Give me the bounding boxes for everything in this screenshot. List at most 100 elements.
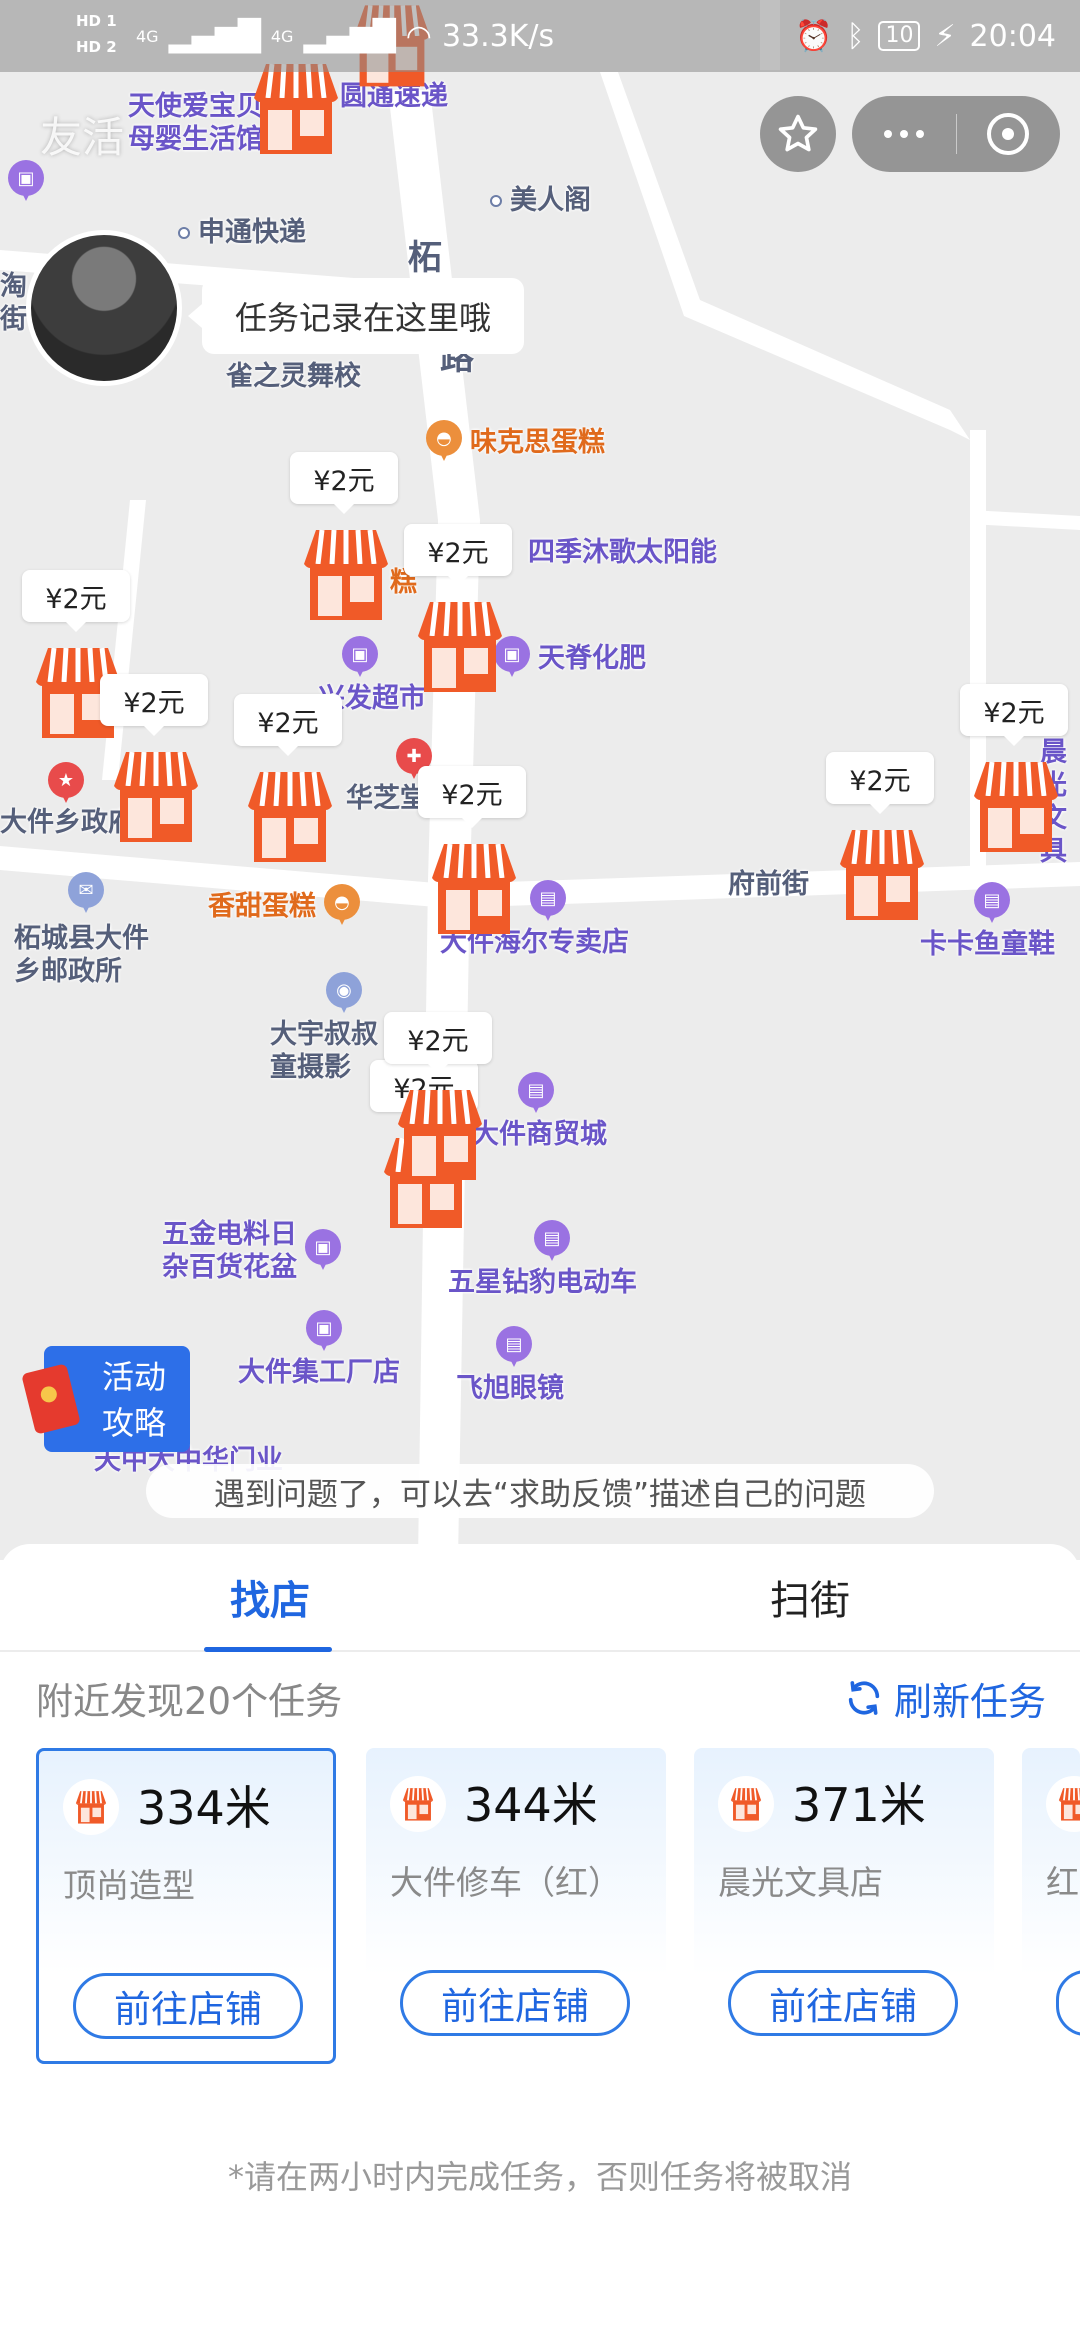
go-to-store-button[interactable]: 前往店铺 (73, 1973, 303, 2039)
store-marker[interactable]: ¥2元 (960, 684, 1068, 856)
poi-shentong[interactable]: 申通快递 (178, 216, 306, 249)
poi-tianshi-baby[interactable]: 天使爱宝贝 母婴生活馆 (128, 90, 263, 156)
poi-weikesi-cake[interactable]: ◓ 味克思蛋糕 (426, 420, 605, 464)
help-hint-banner[interactable]: 遇到问题了，可以去“求助反馈”描述自己的问题 (146, 1464, 934, 1518)
refresh-tasks-button[interactable]: 刷新任务 (844, 1671, 1046, 1726)
go-to-store-button[interactable]: 前往店铺 (728, 1970, 958, 2036)
store-marker[interactable]: ¥2元 (404, 524, 512, 696)
poi-label: 申通快递 (198, 217, 306, 248)
poi-factory[interactable]: 大件集工厂店 (238, 1356, 400, 1389)
poi-haier-pin[interactable]: ▤ (530, 880, 566, 924)
poi-hardware[interactable]: 五金电料日 杂百货花盆 ▣ (162, 1218, 341, 1284)
more-button[interactable] (852, 130, 956, 138)
task-summary-row: 附近发现20个任务 刷新任务 (0, 1652, 1080, 1744)
alarm-icon: ⏰ (795, 18, 833, 54)
favorite-button[interactable] (760, 96, 836, 172)
store-marker[interactable]: ¥2元 (384, 1012, 492, 1184)
poi-post-office[interactable]: ✉ (68, 872, 104, 916)
dot-icon (490, 194, 502, 207)
poi-label: 天使爱宝贝 母婴生活馆 (128, 91, 263, 155)
storefront-icon (414, 596, 506, 696)
storefront-icon (428, 838, 520, 938)
task-store-name: 红 (1046, 1863, 1079, 1902)
store-marker[interactable]: ¥2元 (234, 694, 342, 866)
poi-feixu[interactable]: 飞旭眼镜 (456, 1372, 564, 1405)
poi-label: 天脊化肥 (538, 642, 646, 674)
avatar[interactable] (26, 230, 182, 386)
poi-label: 淘 街 (0, 271, 27, 335)
poi-wuxing[interactable]: 五星钻豹电动车 (448, 1266, 637, 1299)
storefront-icon (110, 746, 202, 846)
price-tag: ¥2元 (418, 766, 526, 828)
poi-quezhiling[interactable]: 雀之灵舞校 (226, 360, 361, 393)
poi-xiangtian-cake[interactable]: 香甜蛋糕 ◓ (208, 884, 360, 928)
poi-tao-jie[interactable]: 淘 街 (0, 270, 27, 336)
nearby-task-count: 附近发现20个任务 (36, 1680, 343, 1723)
poi-shangmao-pin[interactable]: ▤ (518, 1072, 554, 1116)
poi-tianji-fertilizer[interactable]: ▣ 天脊化肥 (494, 636, 646, 680)
shopping-bag-icon: ▣ (342, 636, 378, 680)
tab-sweep-street[interactable]: 扫街 (770, 1578, 850, 1624)
task-card-partial[interactable]: 红 (1022, 1748, 1080, 2064)
poi-huazhitang-label[interactable]: 华芝堂 (346, 782, 427, 815)
poi-dayu-photo[interactable]: 大宇叔叔 童摄影 (270, 1018, 378, 1084)
poi-feixu-pin[interactable]: ▤ (496, 1326, 532, 1370)
poi-wuxing-pin[interactable]: ▤ (534, 1220, 570, 1264)
poi-label: 美人阁 (510, 185, 591, 216)
poi-township-gov-label[interactable]: 大件乡政府 (0, 806, 135, 839)
task-store-name: 大件修车（红） (390, 1863, 621, 1902)
poi-factory-pin[interactable]: ▣ (306, 1310, 342, 1354)
shopping-bag-icon: ▣ (494, 636, 530, 680)
map-view[interactable]: 天使爱宝贝 母婴生活馆 圆通速递 美人阁 申通快递 淘 街 雀之灵舞校 ◓ 味克… (0, 0, 1080, 1560)
poi-left-shop[interactable]: ▣ (8, 160, 44, 204)
price-tag: ¥2元 (22, 570, 130, 632)
task-card[interactable]: 334米 顶尚造型 前往店铺 (36, 1748, 336, 2064)
storefront-icon (836, 824, 928, 924)
task-card[interactable]: 371米 晨光文具店 前往店铺 (694, 1748, 994, 2064)
shop-icon: ▤ (974, 882, 1010, 926)
cake-icon: ◓ (426, 420, 462, 464)
refresh-icon (848, 1681, 880, 1715)
price-tag: ¥2元 (404, 524, 512, 586)
tab-find-store[interactable]: 找店 (0, 1544, 540, 1652)
status-right: ⏰ ᛒ 10 ⚡ 20:04 (795, 19, 1056, 54)
poi-post-office-label[interactable]: 柘城县大件 乡邮政所 (14, 922, 149, 988)
task-store-name: 晨光文具店 (718, 1863, 883, 1902)
poi-label: 大件商贸城 (472, 1119, 607, 1150)
close-button[interactable] (957, 111, 1061, 157)
go-to-store-button[interactable]: 前往店铺 (400, 1970, 630, 2036)
store-marker[interactable]: ¥2元 (22, 570, 130, 742)
storefront-icon (394, 1084, 486, 1184)
signal-4g-label: 4G (136, 26, 159, 46)
road-label-fuqian: 府前街 (728, 868, 809, 901)
activity-guide-button[interactable]: 活动 攻略 (21, 1346, 190, 1452)
poi-label: 卡卡鱼童鞋 (920, 929, 1055, 960)
storefront-icon (250, 58, 342, 158)
poi-shangmao[interactable]: 大件商贸城 (472, 1118, 607, 1151)
task-record-bubble[interactable]: 任务记录在这里哦 (188, 278, 524, 354)
poi-xingfa-market[interactable]: ▣ (342, 636, 378, 680)
poi-township-gov[interactable]: ★ (48, 762, 84, 806)
shop-icon: ▤ (496, 1326, 532, 1370)
store-marker[interactable]: ¥2元 (100, 674, 208, 846)
poi-siji-muge[interactable]: 四季沐歌太阳能 (528, 536, 717, 569)
poi-kakayu[interactable]: 卡卡鱼童鞋 (920, 928, 1055, 961)
poi-meirenge[interactable]: 美人阁 (490, 184, 591, 217)
store-marker[interactable]: ¥2元 (418, 766, 526, 938)
dot-icon (178, 226, 190, 239)
poi-label: 大宇叔叔 童摄影 (270, 1019, 378, 1083)
poi-label: 五金电料日 杂百货花盆 (162, 1219, 297, 1283)
store-marker[interactable]: ¥2元 (290, 452, 398, 624)
store-marker[interactable] (250, 58, 342, 158)
store-marker[interactable]: ¥2元 (826, 752, 934, 924)
task-card-list[interactable]: 334米 顶尚造型 前往店铺 344米 大件修车（红） 前往店铺 371米 晨光… (0, 1744, 1080, 2064)
poi-label: 四季沐歌太阳能 (528, 537, 717, 568)
go-to-store-button-partial[interactable] (1056, 1970, 1080, 2036)
task-card[interactable]: 344米 大件修车（红） 前往店铺 (366, 1748, 666, 2064)
mailbox-icon: ✉ (68, 872, 104, 916)
store-icon (1046, 1776, 1080, 1832)
dot (915, 130, 924, 138)
price-tag: ¥2元 (290, 452, 398, 514)
poi-kakayu-pin[interactable]: ▤ (974, 882, 1010, 926)
poi-dayu-photo-pin[interactable]: ◉ (326, 972, 362, 1016)
